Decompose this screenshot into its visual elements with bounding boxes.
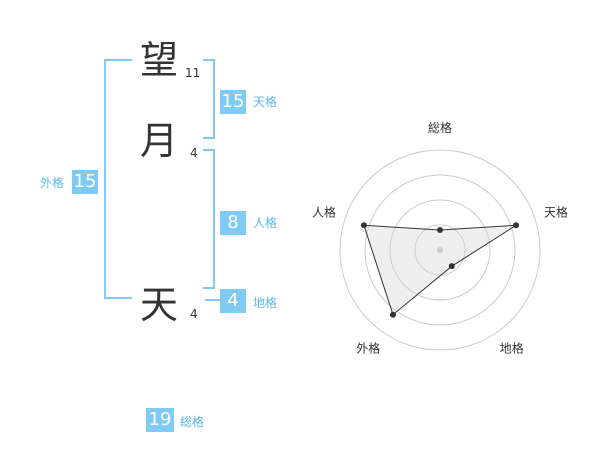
gaikaku-badge: 15 (72, 170, 98, 194)
radar-axis-label-3: 地格 (500, 341, 524, 356)
stroke-count-2: 4 (190, 146, 198, 160)
tenkaku-badge: 15 (220, 90, 246, 114)
chikaku-badge: 4 (220, 289, 246, 313)
gaikaku-bracket-top (104, 59, 132, 61)
tenkaku-label: 天格 (253, 95, 278, 109)
radar-center-dot (437, 247, 443, 253)
soukaku-badge: 19 (146, 408, 174, 432)
radar-point-2 (513, 222, 520, 229)
tenkaku-bracket-vertical (213, 59, 215, 139)
jinkaku-badge: 8 (220, 211, 246, 235)
radar-point-5 (360, 222, 367, 229)
radar-point-4 (389, 311, 396, 318)
gaikaku-label: 外格 (40, 176, 65, 190)
tenkaku-bracket-bottom (203, 137, 214, 139)
radar-axis-label-2: 天格 (544, 204, 568, 219)
radar-ring-3 (364, 174, 516, 326)
radar-axis-label-4: 外格 (356, 341, 380, 356)
radar-polygon (363, 224, 517, 316)
radar-point-1 (437, 227, 443, 233)
radar-point-3 (448, 263, 455, 270)
jinkaku-bracket-bottom (203, 287, 214, 289)
gaikaku-bracket-vertical (104, 59, 106, 299)
radar-ring-4 (339, 149, 541, 351)
stroke-count-3: 4 (190, 307, 198, 321)
jinkaku-label: 人格 (253, 216, 278, 230)
stroke-count-1: 11 (185, 66, 201, 80)
soukaku-label: 総格 (180, 415, 205, 429)
name-char-3: 天 (140, 283, 179, 327)
chikaku-label: 地格 (253, 296, 278, 310)
chikaku-connector (205, 299, 220, 301)
radar-ring-1 (414, 224, 466, 276)
jinkaku-bracket-vertical (213, 149, 215, 289)
gaikaku-bracket-bottom (104, 297, 132, 299)
radar-ring-2 (389, 199, 491, 301)
tenkaku-bracket-top (203, 59, 214, 61)
name-char-2: 月 (140, 119, 179, 163)
jinkaku-bracket-top (203, 149, 214, 151)
name-char-1: 望 (140, 38, 179, 82)
radar-axis-label-5: 人格 (312, 204, 336, 219)
radar-axis-label-1: 総格 (428, 120, 452, 135)
